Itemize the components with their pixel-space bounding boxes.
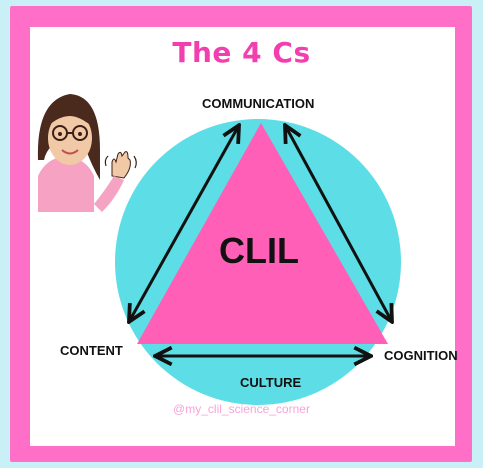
waving-woman-avatar-icon xyxy=(37,94,137,212)
communication-label: COMMUNICATION xyxy=(202,96,315,111)
culture-label: CULTURE xyxy=(240,375,302,390)
clil-center-label: CLIL xyxy=(219,230,299,271)
communication-content-arrow xyxy=(130,127,238,320)
instagram-handle: @my_clil_science_corner xyxy=(173,402,310,416)
communication-cognition-arrow xyxy=(286,127,391,320)
diagram-title: The 4 Cs xyxy=(172,36,311,69)
content-label: CONTENT xyxy=(60,343,123,358)
cognition-label: COGNITION xyxy=(384,348,458,363)
